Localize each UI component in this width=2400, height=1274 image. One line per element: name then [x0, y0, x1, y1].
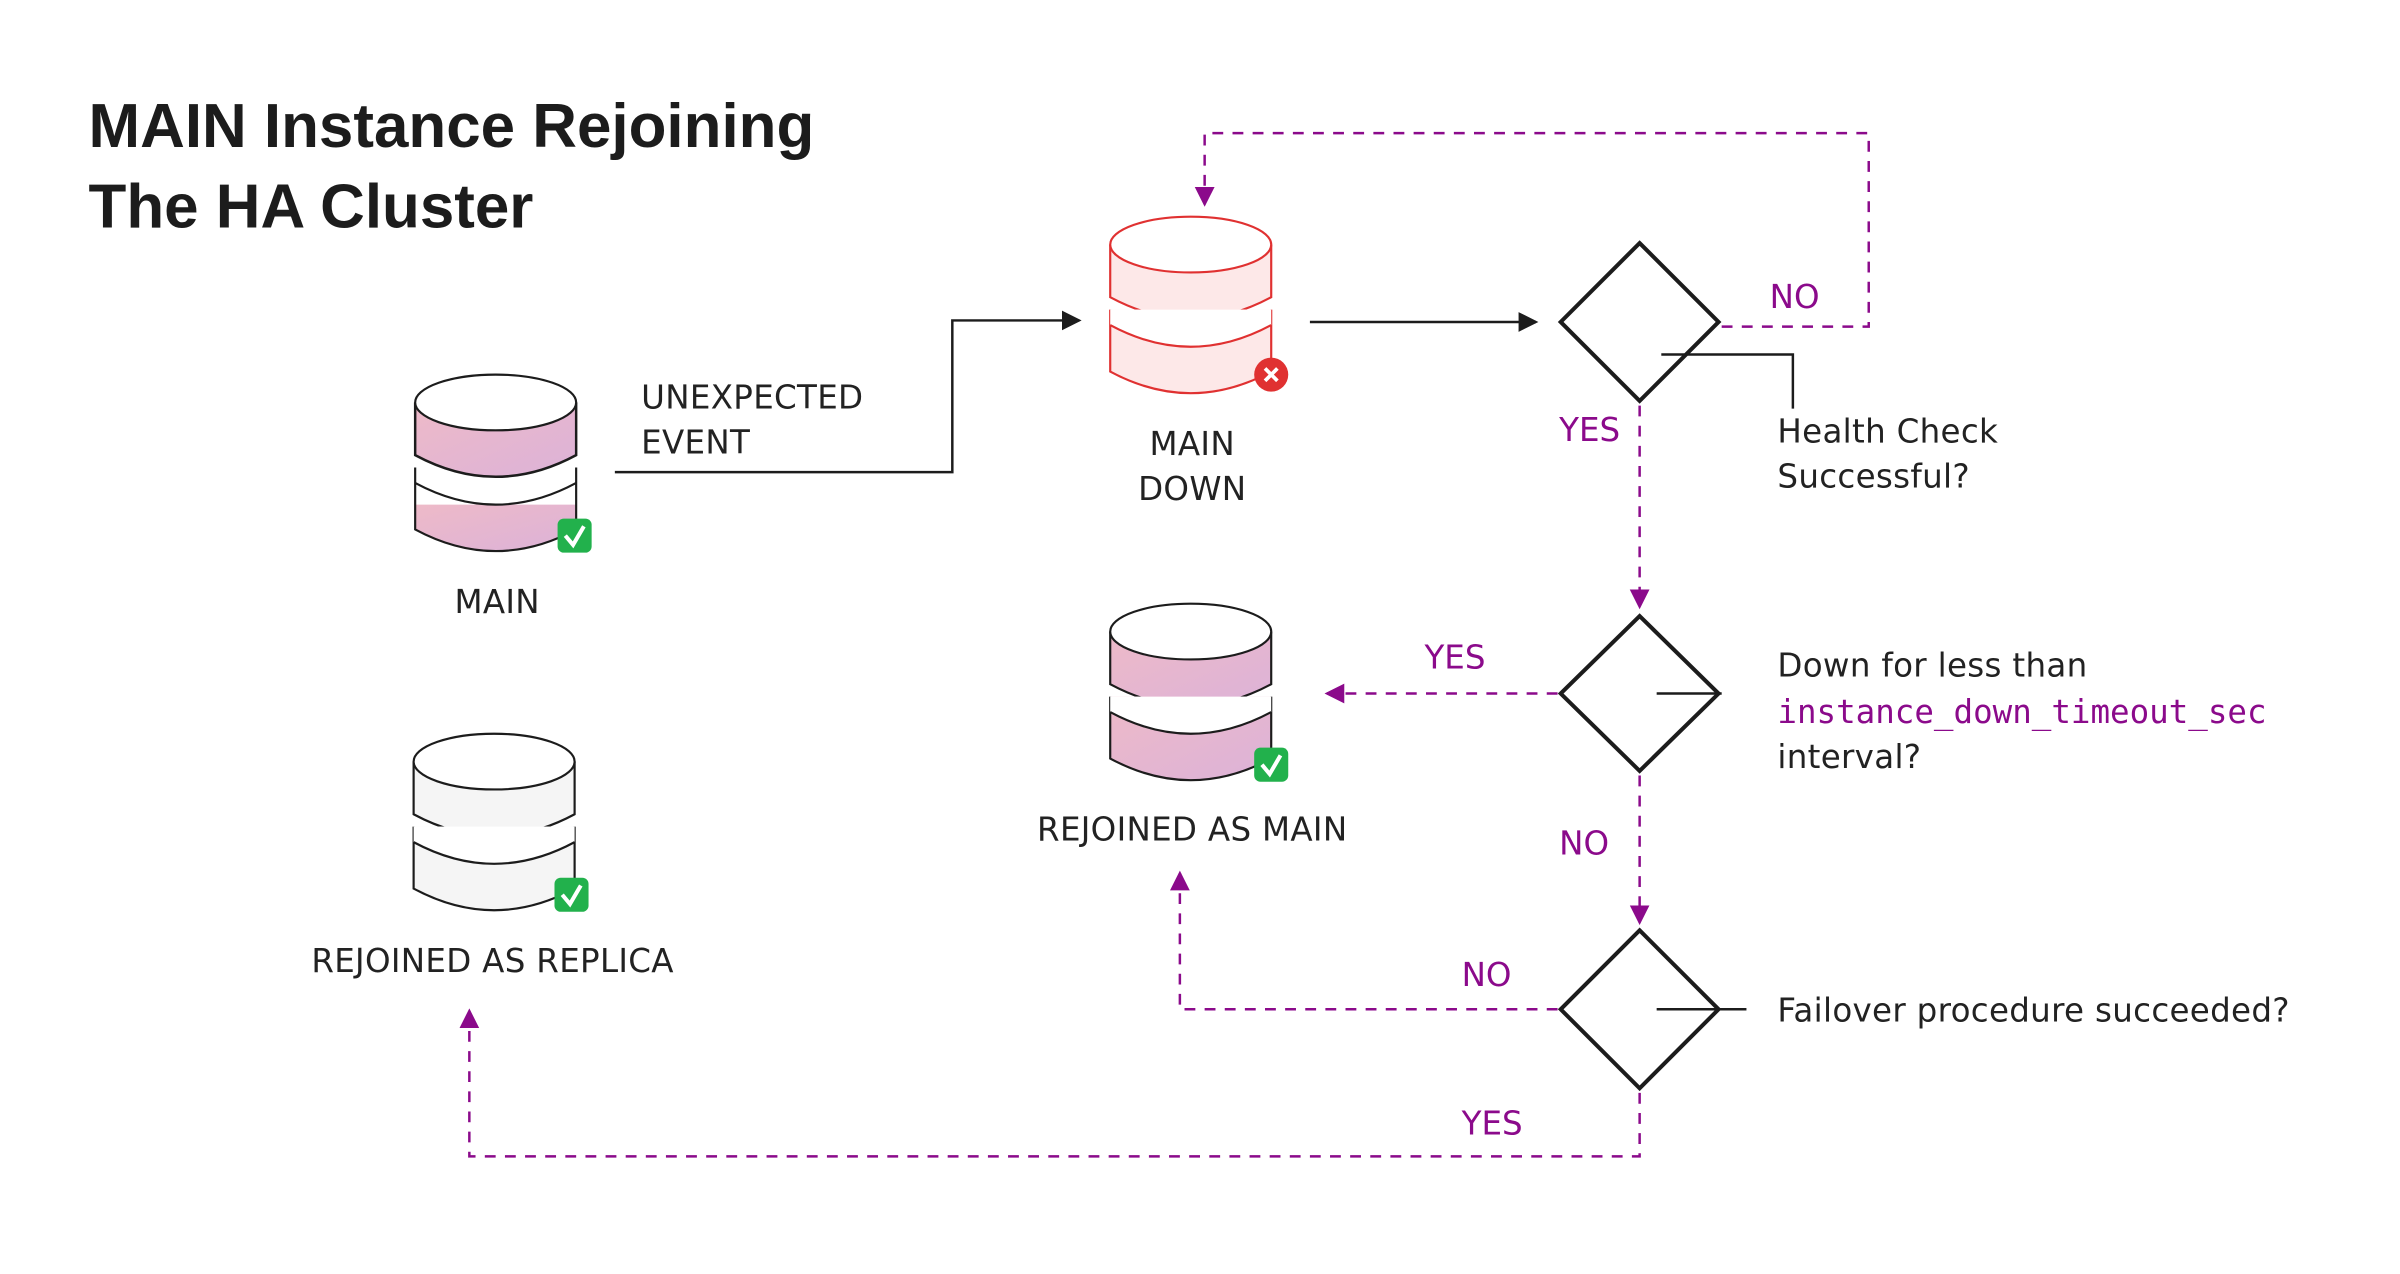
down-interval-question-3: interval?: [1777, 738, 1921, 776]
down-interval-yes-label: YES: [1423, 639, 1485, 677]
check-icon: [554, 877, 589, 912]
unexpected-event-label-2: EVENT: [641, 424, 750, 462]
edge-failover-yes: [459, 1008, 1641, 1158]
failover-question: Failover procedure succeeded?: [1777, 992, 2289, 1030]
decision-failover: [1557, 927, 1722, 1092]
edge-failover-no: [1169, 870, 1558, 1011]
rejoined-replica-database-icon: [412, 732, 576, 912]
error-x-icon: [1254, 357, 1289, 392]
down-interval-question-1: Down for less than: [1777, 646, 2087, 684]
title-line-1: MAIN Instance Rejoining: [89, 92, 815, 161]
health-callout-line: [1661, 353, 1795, 409]
down-interval-no-label: NO: [1559, 824, 1609, 862]
decision-down-interval: [1557, 613, 1722, 774]
health-yes-label: YES: [1558, 411, 1620, 449]
main-down-database-icon: [1109, 215, 1273, 395]
main-database-icon: [413, 373, 578, 553]
edge-health-no-loop: [1194, 131, 1870, 328]
rejoined-main-label: REJOINED AS MAIN: [1037, 811, 1347, 849]
unexpected-event-label-1: UNEXPECTED: [641, 379, 863, 417]
failover-no-label: NO: [1462, 956, 1512, 994]
health-check-question-1: Health Check: [1777, 413, 1998, 451]
title-line-2: The HA Cluster: [89, 173, 534, 242]
health-no-label: NO: [1770, 278, 1820, 316]
main-label: MAIN: [454, 583, 539, 621]
health-check-question-2: Successful?: [1777, 458, 1970, 496]
rejoined-main-database-icon: [1109, 602, 1273, 782]
rejoined-replica-label: REJOINED AS REPLICA: [311, 942, 673, 980]
check-icon: [557, 518, 592, 553]
edge-main-to-down: [614, 310, 1082, 474]
main-down-label-1: MAIN: [1150, 425, 1235, 463]
failover-yes-label: YES: [1461, 1105, 1523, 1143]
check-icon: [1254, 747, 1289, 782]
decision-health-check: [1557, 240, 1722, 404]
down-interval-code: instance_down_timeout_sec: [1777, 693, 2266, 731]
main-down-label-2: DOWN: [1138, 470, 1246, 508]
